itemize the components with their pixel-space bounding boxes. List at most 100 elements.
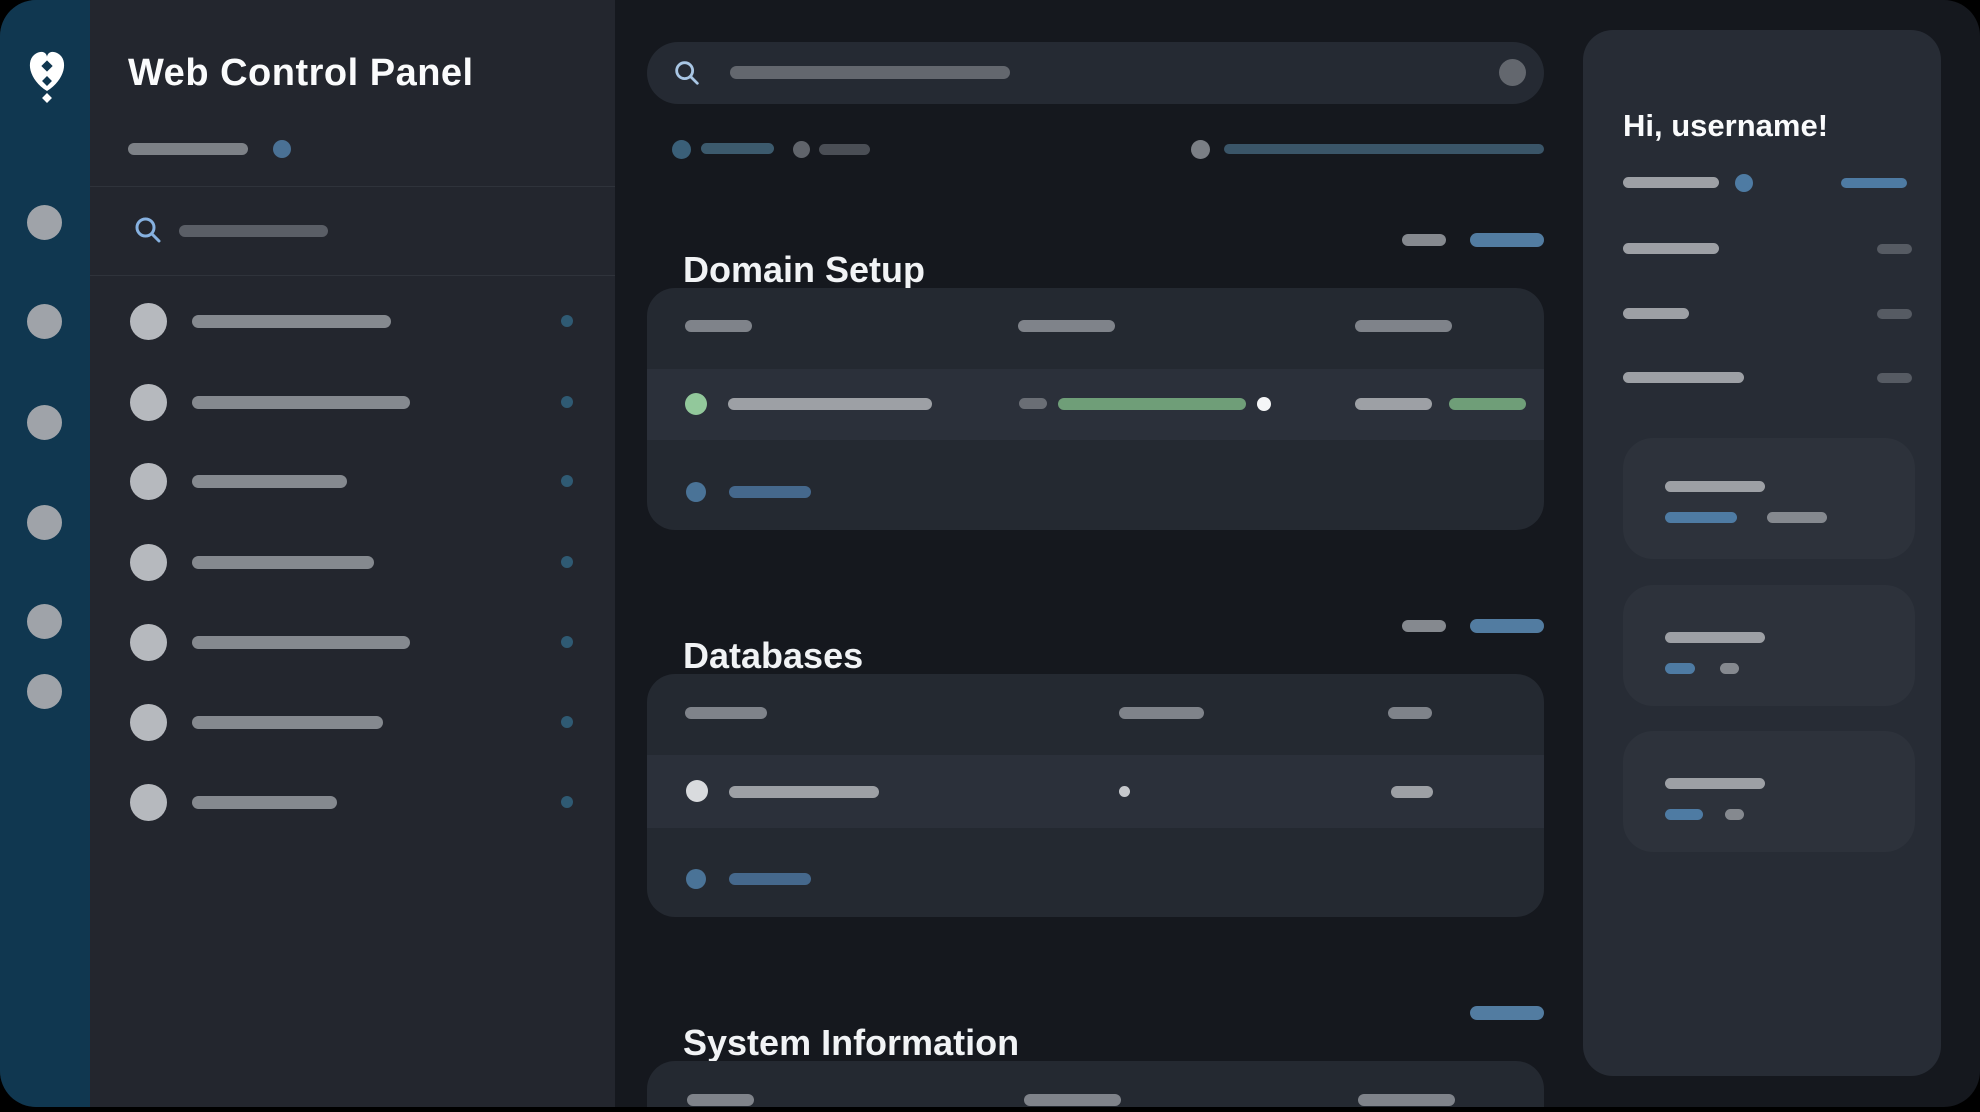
section-title-system-information: System Information	[683, 1021, 1020, 1063]
card-link-skeleton[interactable]	[1665, 809, 1703, 820]
search-placeholder-skeleton	[179, 225, 328, 237]
section-action-primary-button[interactable]	[1470, 233, 1544, 247]
stat-value-skeleton	[1877, 373, 1912, 383]
icon-rail	[0, 0, 90, 1107]
sidebar-item-badge	[561, 716, 573, 728]
sidebar-item-badge	[561, 315, 573, 327]
panel-card[interactable]	[1623, 438, 1915, 559]
card-title-skeleton	[1665, 778, 1765, 789]
databases-table	[647, 674, 1544, 917]
panel-card[interactable]	[1623, 731, 1915, 852]
sidebar-item-badge	[561, 475, 573, 487]
sidebar-item-badge	[561, 396, 573, 408]
sidebar-search-input[interactable]	[90, 187, 615, 275]
stat-label-skeleton	[1623, 177, 1719, 188]
section-action-secondary-button[interactable]	[1402, 620, 1446, 632]
system-information-table	[647, 1061, 1544, 1107]
stat-value-skeleton	[1877, 309, 1912, 319]
main-search-input[interactable]	[647, 42, 1544, 104]
panel-card[interactable]	[1623, 585, 1915, 706]
plus-icon	[686, 869, 706, 889]
breadcrumb-separator-icon	[793, 141, 810, 158]
card-link-skeleton[interactable]	[1665, 663, 1695, 674]
section-action-secondary-button[interactable]	[1402, 234, 1446, 246]
sidebar-item-icon	[130, 544, 167, 581]
breadcrumb-segment[interactable]	[701, 143, 774, 154]
column-header-skeleton	[687, 1094, 754, 1106]
search-icon	[135, 217, 161, 243]
column-header-skeleton	[1018, 320, 1115, 332]
sidebar-item-label-skeleton	[192, 556, 374, 569]
search-icon	[675, 61, 699, 85]
sidebar-item-icon	[130, 784, 167, 821]
rail-nav-icon[interactable]	[27, 304, 62, 339]
add-domain-link[interactable]	[647, 452, 1047, 512]
table-row[interactable]	[647, 369, 1544, 440]
rail-nav-icon[interactable]	[27, 205, 62, 240]
rail-nav-icon[interactable]	[27, 505, 62, 540]
section-action-primary-button[interactable]	[1470, 1006, 1544, 1020]
plus-icon	[686, 482, 706, 502]
breadcrumb-segment[interactable]	[819, 144, 870, 155]
sidebar-item-badge	[561, 636, 573, 648]
rail-nav-icon[interactable]	[27, 674, 62, 709]
section-action-primary-button[interactable]	[1470, 619, 1544, 633]
column-header-skeleton	[1024, 1094, 1121, 1106]
cell-value-skeleton	[1355, 398, 1432, 410]
user-panel: Hi, username!	[1583, 30, 1941, 1076]
rail-nav-icon[interactable]	[27, 604, 62, 639]
progress-thumb-icon	[1257, 397, 1271, 411]
sidebar-subtitle-skeleton	[128, 143, 248, 155]
domain-name-skeleton	[728, 398, 932, 410]
sidebar-item[interactable]	[90, 281, 615, 361]
sidebar-item-label-skeleton	[192, 636, 410, 649]
card-value-skeleton	[1720, 663, 1739, 674]
stat-value-skeleton	[1877, 244, 1912, 254]
sidebar-item[interactable]	[90, 441, 615, 521]
sidebar-item[interactable]	[90, 362, 615, 442]
divider	[90, 186, 615, 187]
breadcrumb-home-icon[interactable]	[672, 140, 691, 159]
sidebar-item[interactable]	[90, 522, 615, 602]
column-header-skeleton	[685, 320, 752, 332]
table-row[interactable]	[647, 755, 1544, 828]
column-header-skeleton	[1355, 320, 1452, 332]
stat-label-skeleton	[1623, 243, 1719, 254]
column-header-skeleton	[1388, 707, 1432, 719]
sidebar-item-icon	[130, 624, 167, 661]
stat-value-link[interactable]	[1841, 178, 1907, 188]
sidebar-item[interactable]	[90, 602, 615, 682]
app-title: Web Control Panel	[128, 52, 474, 94]
sidebar-item-label-skeleton	[192, 396, 410, 409]
sidebar-subtitle-badge	[273, 140, 291, 158]
breadcrumb-info-icon	[1191, 140, 1210, 159]
sidebar-item[interactable]	[90, 762, 615, 842]
card-value-skeleton	[1725, 809, 1744, 820]
column-header-skeleton	[685, 707, 767, 719]
add-database-link[interactable]	[647, 839, 1047, 899]
sidebar-item-label-skeleton	[192, 716, 383, 729]
cell-value-skeleton	[1019, 398, 1047, 409]
sidebar-item-icon	[130, 463, 167, 500]
sidebar-item-label-skeleton	[192, 796, 337, 809]
card-link-skeleton[interactable]	[1665, 512, 1737, 523]
sidebar-item[interactable]	[90, 682, 615, 762]
rail-nav-icon[interactable]	[27, 405, 62, 440]
sidebar-item-icon	[130, 704, 167, 741]
count-dot-icon	[1119, 786, 1130, 797]
sidebar-item-icon	[130, 303, 167, 340]
card-title-skeleton	[1665, 481, 1765, 492]
status-value-skeleton	[1449, 398, 1526, 410]
column-header-skeleton	[1119, 707, 1204, 719]
database-name-skeleton	[729, 786, 879, 798]
search-action-icon[interactable]	[1499, 59, 1526, 86]
sidebar-item-label-skeleton	[192, 315, 391, 328]
brand-logo-icon[interactable]	[23, 44, 71, 106]
domain-setup-table	[647, 288, 1544, 530]
user-greeting: Hi, username!	[1623, 108, 1829, 143]
stat-label-skeleton	[1623, 372, 1744, 383]
stat-label-skeleton	[1623, 308, 1689, 319]
link-label-skeleton	[729, 486, 811, 498]
card-title-skeleton	[1665, 632, 1765, 643]
